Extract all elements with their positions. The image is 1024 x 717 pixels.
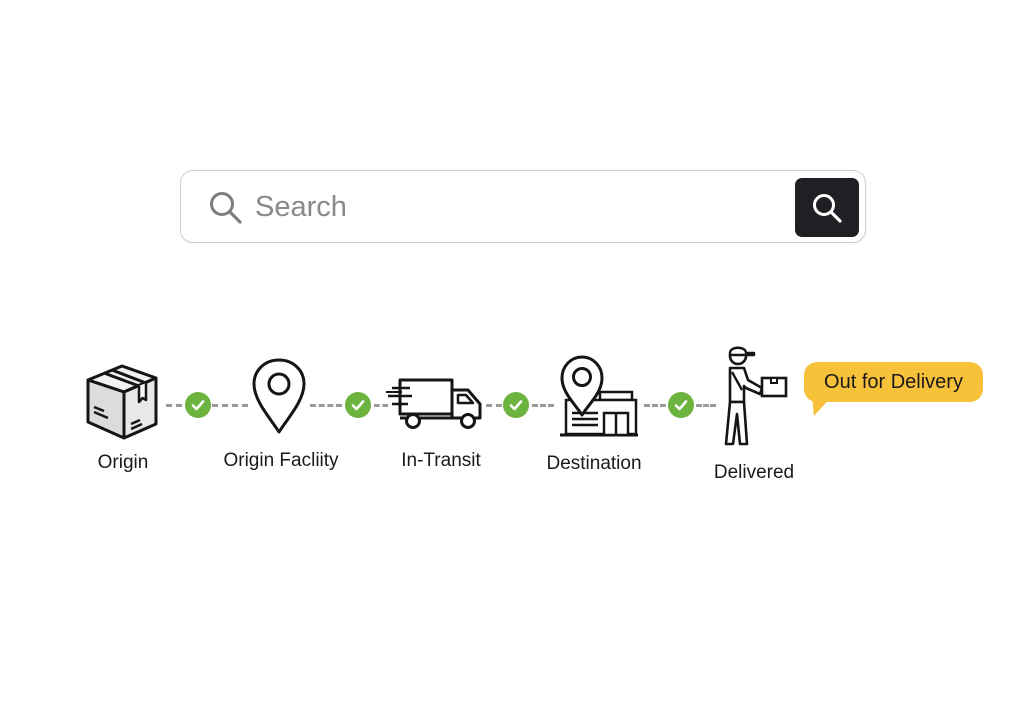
delivery-truck-icon bbox=[386, 378, 482, 429]
step-label: Delivered bbox=[713, 462, 795, 483]
connector-dashed-line bbox=[696, 404, 716, 407]
search-bar bbox=[180, 170, 866, 243]
connector-dashed-line bbox=[374, 404, 388, 407]
step-label: In-Transit bbox=[401, 450, 481, 471]
map-pin-icon bbox=[252, 358, 306, 434]
step-label: Origin Facliity bbox=[223, 450, 339, 471]
package-box-icon bbox=[86, 364, 158, 440]
destination-building-pin-icon bbox=[560, 355, 638, 437]
status-badge-out-for-delivery: Out for Delivery bbox=[804, 362, 983, 402]
courier-with-package-icon bbox=[724, 346, 788, 446]
connector-dashed-line bbox=[644, 404, 666, 407]
check-complete-icon bbox=[503, 392, 529, 418]
check-complete-icon bbox=[668, 392, 694, 418]
step-label: Origin bbox=[97, 452, 149, 473]
connector-dashed-line bbox=[166, 404, 182, 407]
check-complete-icon bbox=[345, 392, 371, 418]
search-icon bbox=[210, 192, 242, 224]
connector-dashed-line bbox=[486, 404, 502, 407]
search-button[interactable] bbox=[795, 178, 859, 237]
search-icon bbox=[813, 193, 842, 223]
status-badge-text: Out for Delivery bbox=[824, 370, 963, 393]
connector-dashed-line bbox=[532, 404, 554, 407]
search-input[interactable] bbox=[255, 185, 775, 229]
connector-dashed-line bbox=[310, 404, 342, 407]
connector-dashed-line bbox=[212, 404, 248, 407]
check-complete-icon bbox=[185, 392, 211, 418]
step-label: Destination bbox=[546, 453, 642, 474]
